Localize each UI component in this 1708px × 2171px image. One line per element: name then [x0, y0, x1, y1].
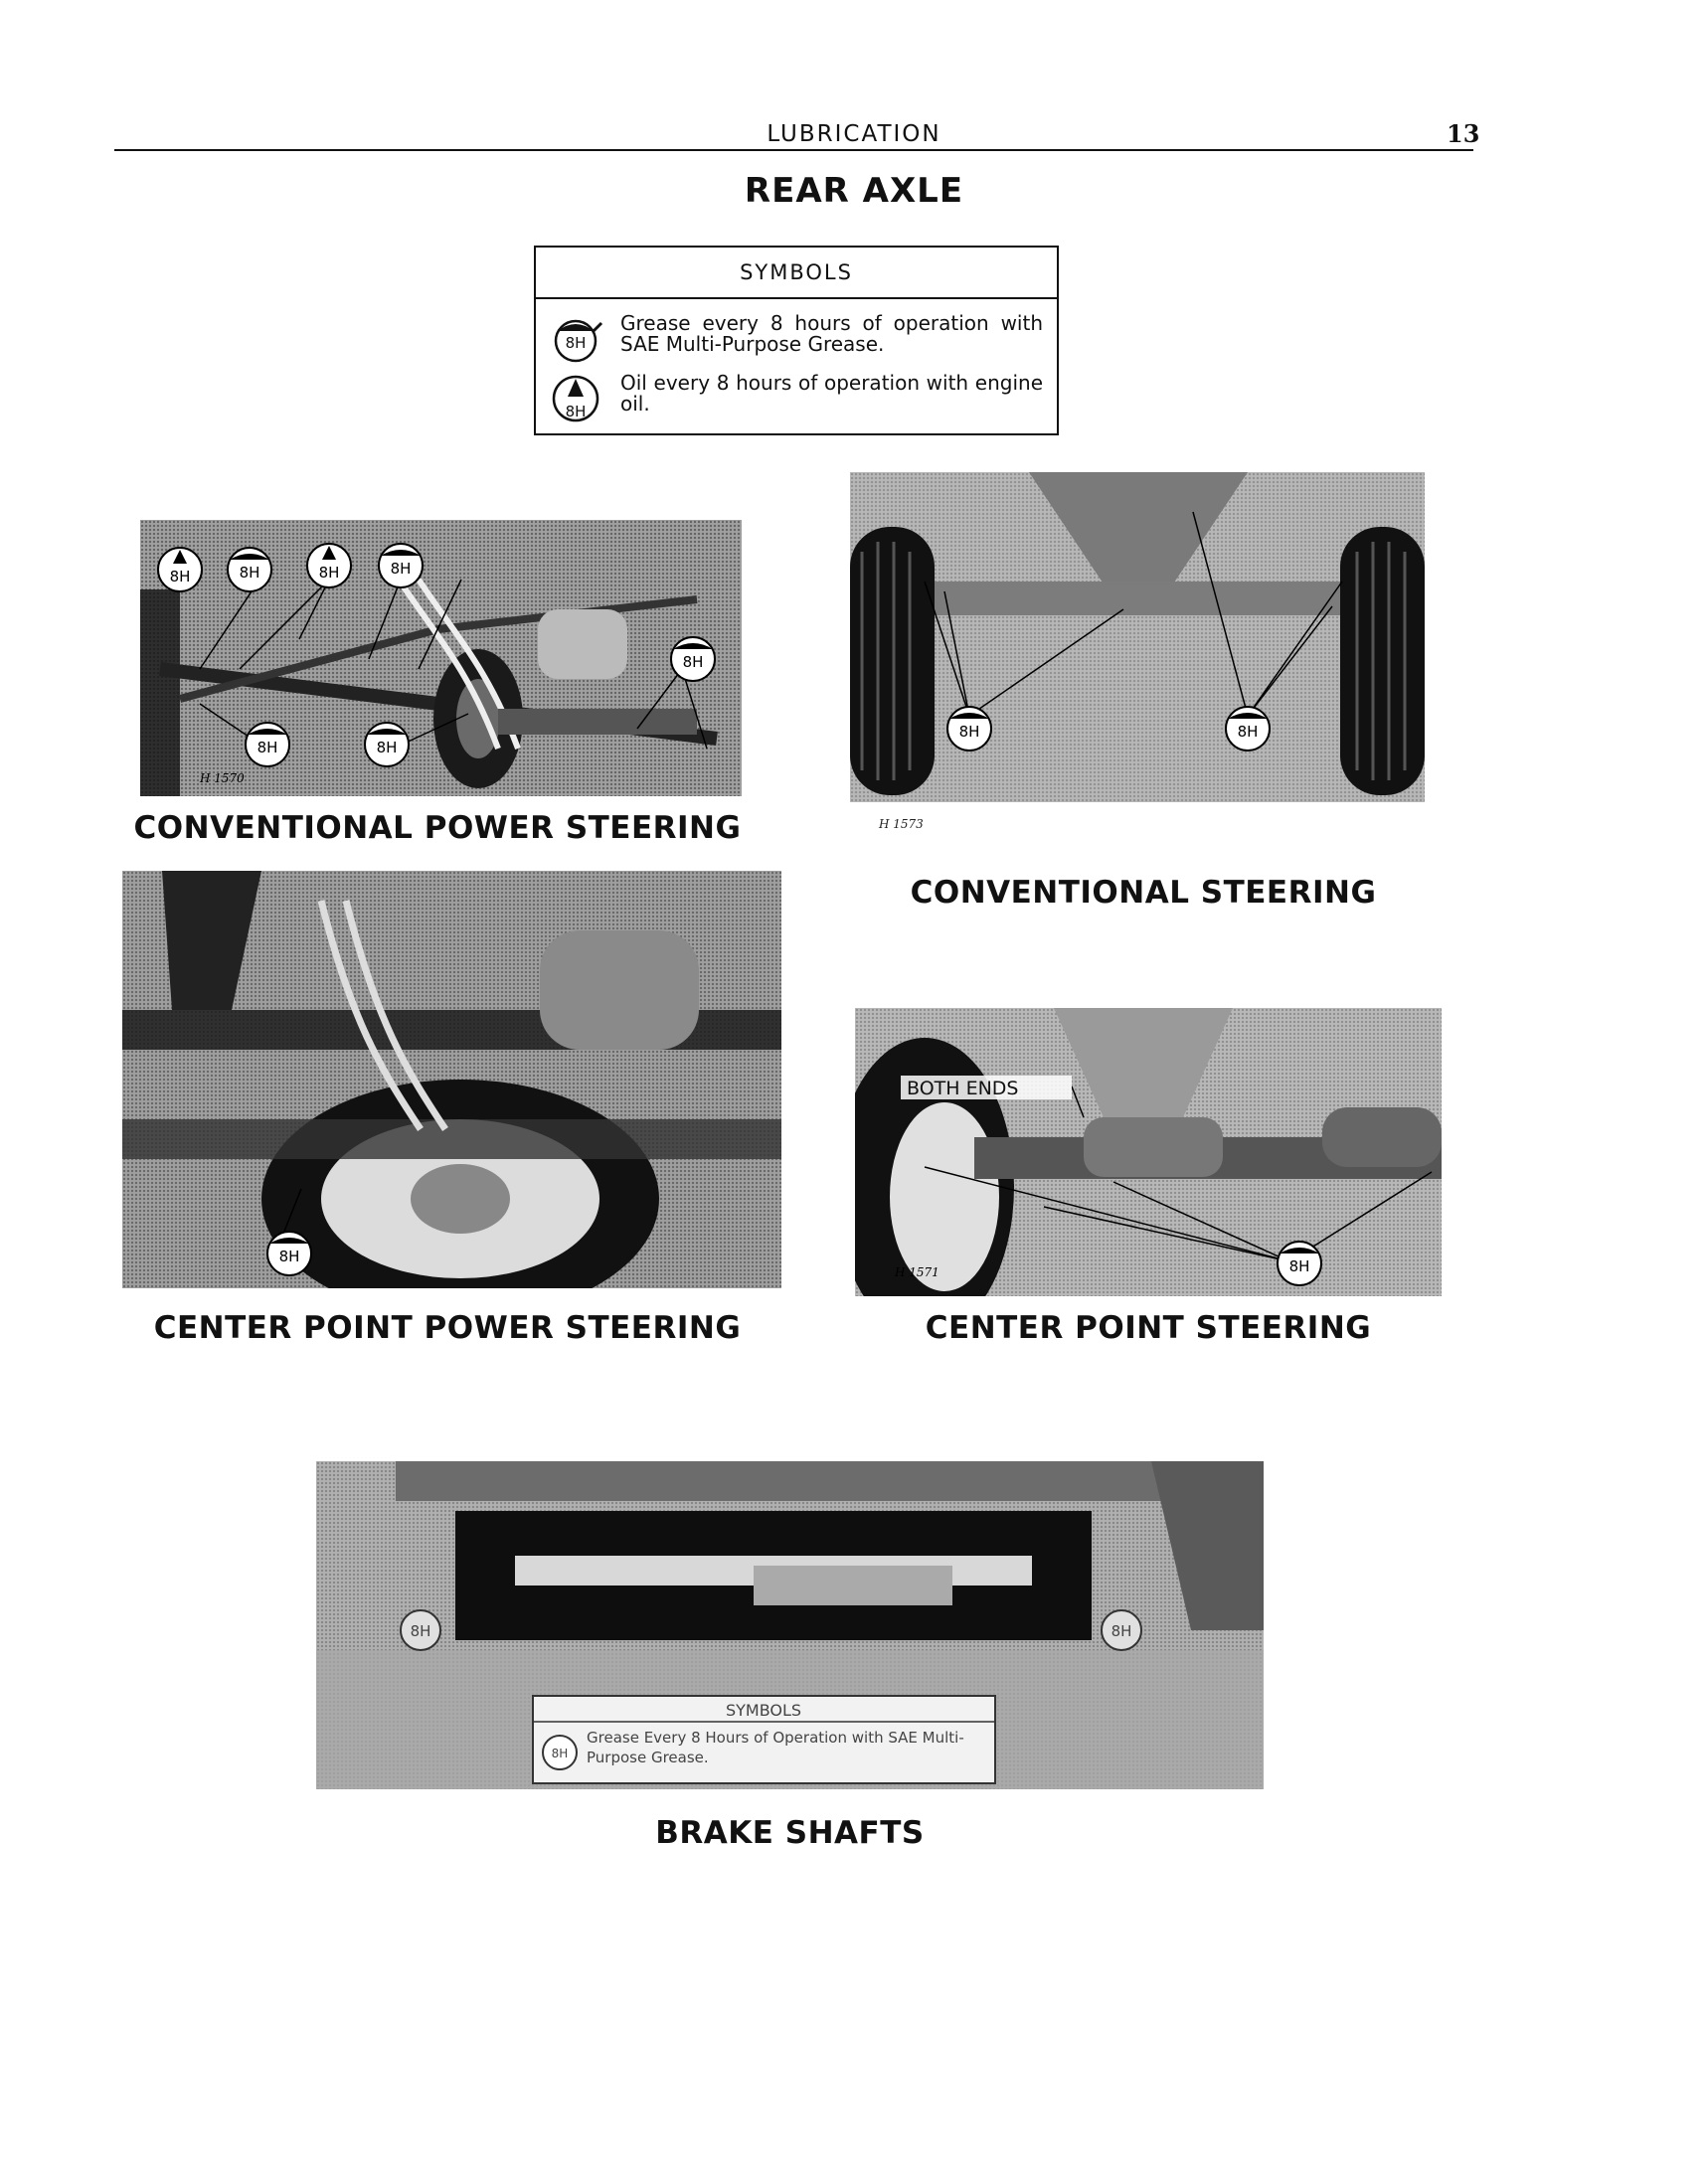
svg-text:8H: 8H [959, 723, 980, 741]
svg-text:8H: 8H [170, 568, 191, 585]
svg-text:8H: 8H [279, 1248, 300, 1265]
svg-text:8H: 8H [1111, 1622, 1132, 1640]
caption-brake-shafts: BRAKE SHAFTS [655, 1815, 925, 1851]
legend-text-grease: Grease every 8 hours of operation with S… [620, 311, 1043, 356]
caption-conventional-steering: CONVENTIONAL STEERING [910, 875, 1377, 911]
figure-number: H 1570 [199, 771, 245, 785]
section-title: REAR AXLE [744, 171, 964, 211]
page-number: 13 [1447, 119, 1480, 148]
svg-text:8H: 8H [1238, 723, 1259, 741]
figure-number: H 1571 [894, 1265, 939, 1279]
svg-text:8H: 8H [377, 739, 398, 756]
svg-text:8H: 8H [411, 1622, 431, 1640]
photo-center-point-steering: BOTH ENDS 8H H 1571 [855, 1008, 1442, 1296]
svg-text:SYMBOLS: SYMBOLS [726, 1701, 801, 1720]
grease-fitting-badges: 8H 8H 8H 8H 8H 8H 8H [157, 543, 716, 767]
svg-text:8H: 8H [391, 560, 412, 578]
badge-label: 8H [566, 334, 587, 352]
svg-text:8H: 8H [683, 653, 704, 671]
grease-8h-icon: 8H [554, 319, 603, 363]
symbols-legend: SYMBOLS 8H Grease every 8 hours of opera… [534, 246, 1059, 435]
photo-center-point-power-steering: 8H [122, 871, 781, 1288]
svg-text:8H: 8H [1289, 1257, 1310, 1275]
svg-text:8H: 8H [319, 564, 340, 582]
photo-conventional-power-steering: 8H 8H 8H 8H 8H 8H 8H H 1570 [140, 520, 742, 796]
running-title: LUBRICATION [767, 121, 941, 147]
svg-text:8H: 8H [257, 739, 278, 756]
svg-text:8H: 8H [240, 564, 260, 582]
brake-decal-text: Grease Every 8 Hours of Operation with S… [587, 1729, 964, 1766]
symbols-heading: SYMBOLS [536, 248, 1057, 299]
badge-label: 8H [566, 403, 587, 420]
caption-center-point-steering: CENTER POINT STEERING [925, 1310, 1372, 1346]
legend-row-grease: 8H Grease every 8 hours of operation wit… [536, 309, 1057, 369]
callout-both-ends: BOTH ENDS [907, 1078, 1019, 1099]
brake-symbols-decal [532, 1695, 996, 1784]
legend-text-oil: Oil every 8 hours of operation with engi… [620, 371, 1043, 416]
caption-conventional-power-steering: CONVENTIONAL POWER STEERING [133, 810, 742, 846]
figure-number-conventional-steering: H 1573 [879, 817, 924, 831]
oil-8h-icon: 8H [552, 375, 599, 422]
photo-brake-shafts: 8H 8H SYMBOLS 8H Grease Every 8 Hours of… [316, 1461, 1264, 1789]
legend-row-oil: 8H Oil every 8 hours of operation with e… [536, 369, 1057, 428]
svg-text:8H: 8H [552, 1747, 569, 1760]
header-rule [114, 149, 1473, 151]
photo-conventional-steering: 8H 8H [850, 472, 1425, 802]
caption-center-point-power-steering: CENTER POINT POWER STEERING [153, 1310, 742, 1346]
